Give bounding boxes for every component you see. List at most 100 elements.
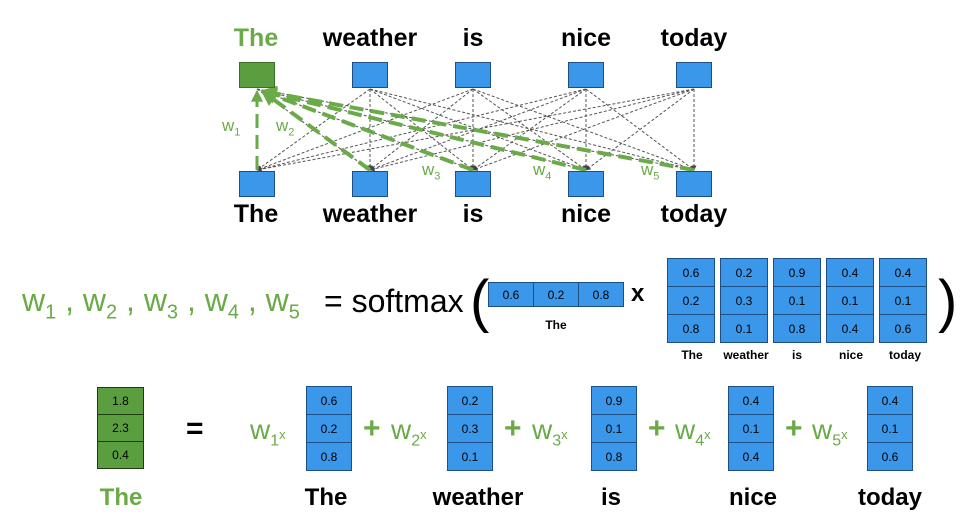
equals-sign: = xyxy=(186,412,204,445)
plus-sign-1: + xyxy=(363,412,381,445)
open-paren: ( xyxy=(470,269,490,334)
key-cell-the-2: 0.8 xyxy=(667,314,715,343)
term-weight-w3: w3x xyxy=(532,414,568,450)
key-cell-today-2: 0.6 xyxy=(879,314,927,343)
key-cell-nice-0: 0.4 xyxy=(826,258,874,287)
key-cell-is-2: 0.8 xyxy=(773,314,821,343)
key-cell-nice-2: 0.4 xyxy=(826,314,874,343)
top-word-nice: nice xyxy=(560,24,612,52)
bottom-word-is: is xyxy=(462,200,484,228)
bottom-node-the xyxy=(239,171,275,197)
key-cell-nice-1: 0.1 xyxy=(826,286,874,315)
term1-cell-2: 0.8 xyxy=(306,442,352,471)
key-cell-today-1: 0.1 xyxy=(879,286,927,315)
term4-cell-1: 0.1 xyxy=(728,414,774,443)
term1-cell-0: 0.6 xyxy=(306,386,352,415)
term4-cell-2: 0.4 xyxy=(728,442,774,471)
edge-today-to-is xyxy=(472,88,695,171)
top-node-nice xyxy=(568,62,604,88)
term-weight-w2: w2x xyxy=(391,414,427,450)
term2-cell-0: 0.2 xyxy=(447,386,493,415)
top-node-the xyxy=(239,62,275,88)
term-weight-w5: w5x xyxy=(812,414,848,450)
softmax-weights: w1 , w2 , w3 , w4 , w5 xyxy=(22,282,300,324)
term1-cell-1: 0.2 xyxy=(306,414,352,443)
weight-label-w4: w4 xyxy=(533,160,552,183)
weight-label-w3: w3 xyxy=(422,160,441,183)
term2-label: weather xyxy=(432,484,524,511)
plus-sign-2: + xyxy=(504,412,522,445)
edge-nice-to-the xyxy=(256,88,587,172)
weight-label-w5: w5 xyxy=(641,160,660,183)
top-word-is: is xyxy=(462,24,484,52)
attention-edge-today-to-the xyxy=(260,85,695,172)
term5-cell-2: 0.6 xyxy=(867,442,913,471)
result-cell-1: 2.3 xyxy=(97,414,144,442)
plus-sign-3: + xyxy=(648,412,666,445)
bottom-word-the: The xyxy=(233,200,279,228)
edge-weather-to-the xyxy=(256,88,371,171)
edge-is-to-nice xyxy=(472,88,587,171)
result-label: The xyxy=(99,484,143,511)
key-label-is: is xyxy=(791,348,803,362)
attention-edge-weather-to-the xyxy=(260,89,372,172)
key-label-the: The xyxy=(681,348,703,362)
term5-cell-0: 0.4 xyxy=(867,386,913,415)
query-cell-1: 0.2 xyxy=(533,282,579,307)
plus-sign-4: + xyxy=(785,412,803,445)
term2-cell-2: 0.1 xyxy=(447,442,493,471)
attention-edge-nice-to-the xyxy=(260,86,587,172)
term3-cell-2: 0.8 xyxy=(591,442,637,471)
result-cell-0: 1.8 xyxy=(97,387,144,415)
bottom-word-weather: weather xyxy=(322,200,418,228)
key-cell-is-1: 0.1 xyxy=(773,286,821,315)
bottom-node-weather xyxy=(352,171,388,197)
term3-cell-0: 0.9 xyxy=(591,386,637,415)
query-cell-0: 0.6 xyxy=(488,282,534,307)
query-label: The xyxy=(545,318,567,332)
top-node-is xyxy=(455,62,491,88)
key-cell-weather-2: 0.1 xyxy=(720,314,768,343)
key-label-today: today xyxy=(888,348,922,362)
edge-today-to-weather xyxy=(369,88,695,172)
term5-label: today xyxy=(857,484,923,511)
weight-label-w2: w2 xyxy=(276,116,295,139)
bottom-node-nice xyxy=(568,171,604,197)
bottom-node-today xyxy=(676,171,712,197)
top-word-the: The xyxy=(233,24,279,52)
query-cell-2: 0.8 xyxy=(578,282,624,307)
bottom-word-today: today xyxy=(660,200,728,228)
term3-cell-1: 0.1 xyxy=(591,414,637,443)
key-cell-the-0: 0.6 xyxy=(667,258,715,287)
softmax-text: = softmax xyxy=(324,283,464,319)
term5-cell-1: 0.1 xyxy=(867,414,913,443)
term2-cell-1: 0.3 xyxy=(447,414,493,443)
top-word-today: today xyxy=(660,24,728,52)
term1-label: The xyxy=(304,484,348,511)
attention-edge-is-to-the xyxy=(260,88,474,172)
term-weight-w1: w1x xyxy=(250,414,286,450)
close-paren: ) xyxy=(938,269,958,334)
edge-nice-to-is xyxy=(472,88,587,171)
top-node-weather xyxy=(352,62,388,88)
key-cell-is-0: 0.9 xyxy=(773,258,821,287)
key-cell-weather-1: 0.3 xyxy=(720,286,768,315)
term-weight-w4: w4x xyxy=(675,414,711,450)
key-cell-today-0: 0.4 xyxy=(879,258,927,287)
term3-label: is xyxy=(600,484,622,511)
result-cell-2: 0.4 xyxy=(97,441,144,469)
edge-today-to-nice xyxy=(585,88,695,171)
key-label-weather: weather xyxy=(723,348,769,362)
bottom-word-nice: nice xyxy=(560,200,612,228)
top-node-today xyxy=(676,62,712,88)
top-word-weather: weather xyxy=(322,24,418,52)
key-cell-the-1: 0.2 xyxy=(667,286,715,315)
key-label-nice: nice xyxy=(838,348,864,362)
times-symbol: x xyxy=(631,280,645,307)
term4-cell-0: 0.4 xyxy=(728,386,774,415)
term4-label: nice xyxy=(728,484,778,511)
weight-label-w1: w1 xyxy=(222,116,241,139)
key-cell-weather-0: 0.2 xyxy=(720,258,768,287)
